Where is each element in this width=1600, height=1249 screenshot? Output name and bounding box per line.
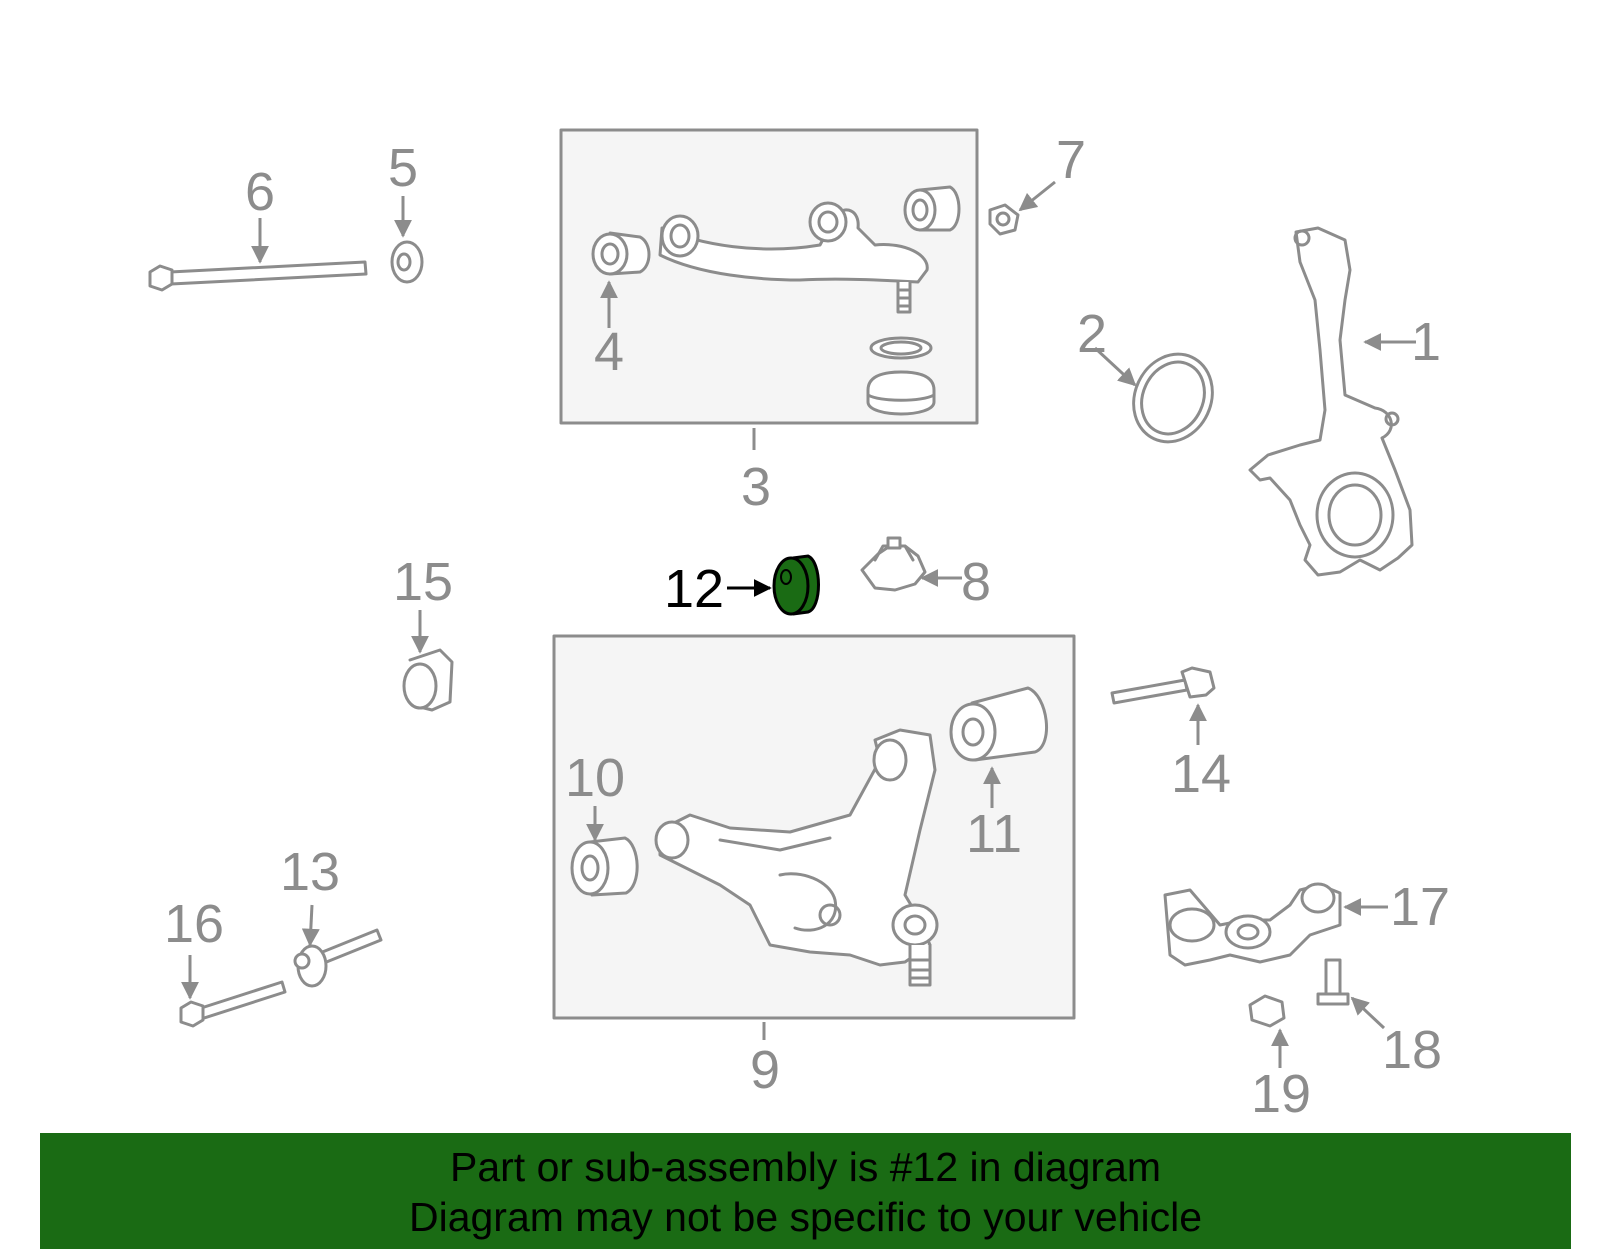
callout-3[interactable]: 3 <box>741 457 771 517</box>
callout-18[interactable]: 18 <box>1382 1020 1442 1080</box>
callout-7[interactable]: 7 <box>1056 130 1086 190</box>
upper-control-arm <box>658 201 929 314</box>
callout-14[interactable]: 14 <box>1171 744 1231 804</box>
callout-11[interactable]: 11 <box>966 804 1022 864</box>
callout-9[interactable]: 9 <box>750 1040 780 1100</box>
part-19-nut <box>1248 994 1286 1028</box>
callout-2[interactable]: 2 <box>1077 304 1107 364</box>
callout-13[interactable]: 13 <box>280 842 340 902</box>
part-1-knuckle <box>1248 226 1414 577</box>
callout-labels: 1 2 3 4 5 6 7 8 9 10 11 12 13 14 15 16 1… <box>164 130 1450 1124</box>
part-5-washer <box>390 240 424 284</box>
part-14-bolt <box>1110 666 1216 705</box>
callout-12[interactable]: 12 <box>664 559 724 619</box>
part-12-bushing-highlighted[interactable] <box>772 554 820 616</box>
ball-joint-boot <box>866 336 936 416</box>
callout-19[interactable]: 19 <box>1251 1064 1311 1124</box>
callout-4[interactable]: 4 <box>594 322 624 382</box>
part-16-bolt <box>179 980 287 1028</box>
callout-17[interactable]: 17 <box>1390 877 1450 937</box>
part-17-bracket <box>1163 882 1342 967</box>
callout-5[interactable]: 5 <box>388 138 418 198</box>
part-2-seal <box>1132 352 1214 444</box>
info-banner: Part or sub-assembly is #12 in diagram D… <box>40 1133 1571 1249</box>
upper-arm-bushing-left <box>591 231 651 276</box>
banner-line-disclaimer: Diagram may not be specific to your vehi… <box>408 1194 1202 1240</box>
part-11-bushing <box>949 686 1049 762</box>
callout-6[interactable]: 6 <box>245 162 275 222</box>
part-8-ball-joint <box>860 536 927 592</box>
part-13-cam-bolt <box>293 928 383 988</box>
upper-arm-bushing-right <box>903 185 961 232</box>
part-7-nut <box>988 203 1020 236</box>
callout-15[interactable]: 15 <box>393 552 453 612</box>
callout-8[interactable]: 8 <box>961 552 991 612</box>
part-15-bushing <box>402 648 454 712</box>
callout-1[interactable]: 1 <box>1411 312 1441 372</box>
part-10-bushing <box>570 836 639 897</box>
banner-line-part: Part or sub-assembly is #12 in diagram <box>450 1144 1161 1190</box>
lower-control-arm <box>654 728 939 987</box>
callout-16[interactable]: 16 <box>164 894 224 954</box>
part-18-bolt <box>1316 958 1350 1006</box>
callout-10[interactable]: 10 <box>565 748 625 808</box>
part-6-bolt <box>148 260 368 292</box>
